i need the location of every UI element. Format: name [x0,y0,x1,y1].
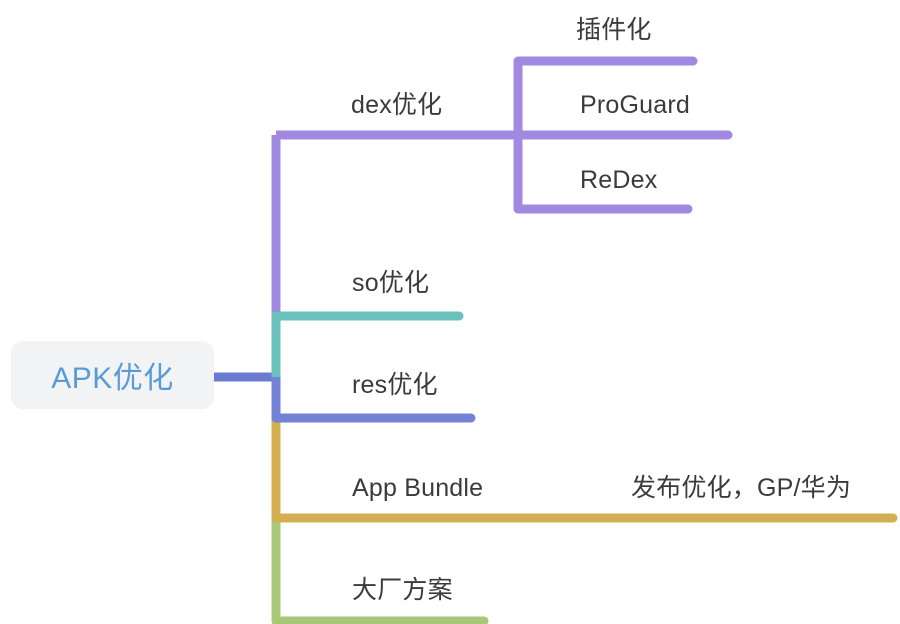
node-label-appbundle[interactable]: App Bundle [352,474,484,502]
node-label-pluginization[interactable]: 插件化 [576,16,652,44]
node-label-res[interactable]: res优化 [352,371,438,399]
node-label-proguard[interactable]: ProGuard [580,91,690,119]
node-label-redex[interactable]: ReDex [580,166,658,194]
node-label-vendor[interactable]: 大厂方案 [352,576,453,604]
node-label-dex[interactable]: dex优化 [351,91,443,119]
root-node[interactable]: APK优化 [11,341,214,409]
root-node-label: APK优化 [51,362,174,395]
node-label-so[interactable]: so优化 [352,269,430,297]
node-label-release-opt[interactable]: 发布优化，GP/华为 [631,474,852,502]
